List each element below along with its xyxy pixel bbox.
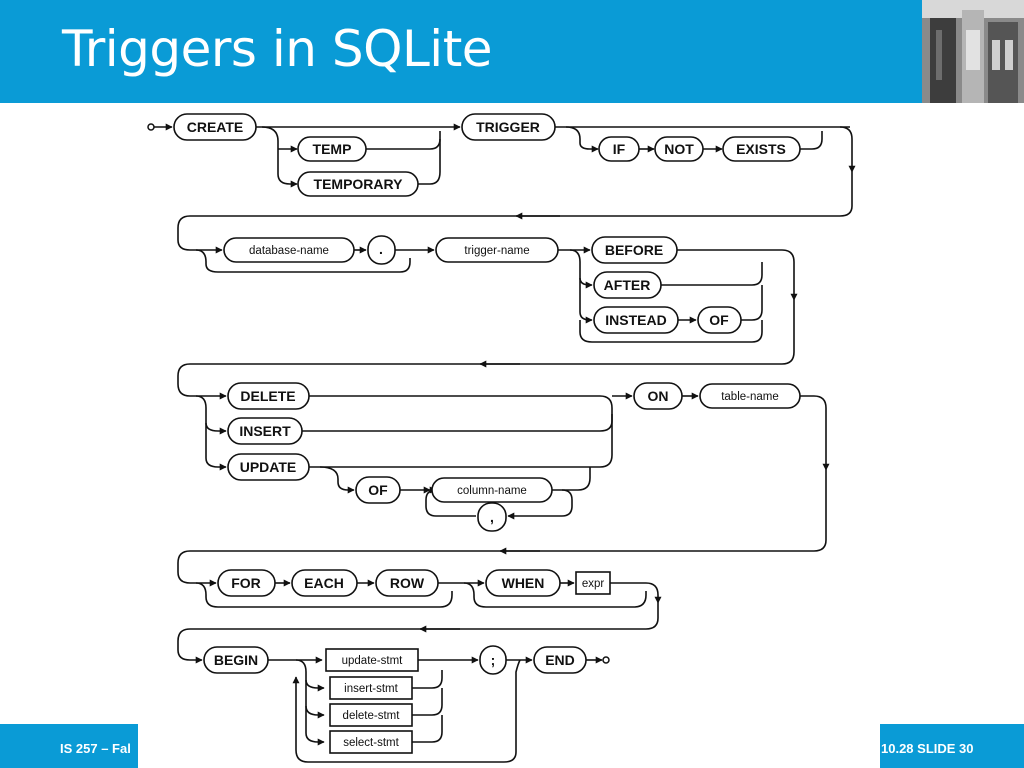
svg-text:update-stmt: update-stmt xyxy=(342,655,404,667)
keyword-of-update: OF xyxy=(355,476,401,504)
footer-left-bar xyxy=(0,724,138,768)
svg-text:TEMPORARY: TEMPORARY xyxy=(314,176,404,192)
nonterminal-update-stmt: update-stmt xyxy=(325,648,419,672)
keyword-if: IF xyxy=(598,136,640,162)
footer-course: IS 257 – Fal xyxy=(60,741,131,756)
nonterminal-database-name: database-name xyxy=(223,237,355,263)
row1-row2-connector xyxy=(177,172,853,254)
row1-lines xyxy=(147,123,856,188)
row3-row4-connector xyxy=(177,470,827,587)
keyword-temporary: TEMPORARY xyxy=(297,171,419,197)
keyword-on: ON xyxy=(633,382,683,410)
nonterminal-delete-stmt: delete-stmt xyxy=(329,703,413,727)
campus-photo xyxy=(922,0,1024,103)
row4-lines xyxy=(195,579,662,608)
svg-text:TEMP: TEMP xyxy=(313,141,352,157)
keyword-for: FOR xyxy=(217,569,276,597)
nonterminal-expr: expr xyxy=(575,571,611,595)
svg-text:UPDATE: UPDATE xyxy=(240,459,297,475)
keyword-semicolon: ; xyxy=(479,645,507,675)
svg-text:ON: ON xyxy=(648,388,669,404)
keyword-comma: , xyxy=(477,502,507,532)
keyword-create: CREATE xyxy=(173,113,257,141)
keyword-temp: TEMP xyxy=(297,136,367,162)
row4-row5-connector xyxy=(177,603,659,664)
svg-text:EACH: EACH xyxy=(304,575,344,591)
svg-text:.: . xyxy=(379,241,383,257)
keyword-row: ROW xyxy=(375,569,439,597)
svg-text:BEGIN: BEGIN xyxy=(214,652,258,668)
footer-slide-number: 10.28 SLIDE 30 xyxy=(881,741,974,756)
footer-right-bar xyxy=(880,724,1024,768)
nonterminal-table-name: table-name xyxy=(699,383,801,409)
keyword-not: NOT xyxy=(654,136,704,162)
svg-text:,: , xyxy=(490,509,494,525)
keyword-instead: INSTEAD xyxy=(593,306,679,334)
svg-text:delete-stmt: delete-stmt xyxy=(343,710,401,722)
row2-lines xyxy=(195,246,798,343)
keyword-each: EACH xyxy=(291,569,358,597)
svg-text:ROW: ROW xyxy=(390,575,425,591)
nonterminal-column-name: column-name xyxy=(431,477,553,503)
keyword-after: AFTER xyxy=(593,271,662,299)
svg-text:OF: OF xyxy=(368,482,388,498)
keyword-update: UPDATE xyxy=(227,453,310,481)
svg-text:database-name: database-name xyxy=(249,245,329,257)
keyword-trigger: TRIGGER xyxy=(461,113,556,141)
svg-text:AFTER: AFTER xyxy=(604,277,651,293)
svg-text:END: END xyxy=(545,652,575,668)
svg-text:expr: expr xyxy=(582,578,605,590)
svg-text:IF: IF xyxy=(613,141,626,157)
svg-text:FOR: FOR xyxy=(231,575,261,591)
row3-lines xyxy=(195,392,830,520)
row2-row3-connector xyxy=(177,300,795,400)
keyword-insert: INSERT xyxy=(227,417,303,445)
svg-text:TRIGGER: TRIGGER xyxy=(476,119,540,135)
title-bar xyxy=(0,0,1024,103)
keyword-dot: . xyxy=(367,235,396,265)
svg-text:DELETE: DELETE xyxy=(240,388,295,404)
keyword-before: BEFORE xyxy=(591,236,678,264)
svg-text:table-name: table-name xyxy=(721,391,779,403)
svg-text:CREATE: CREATE xyxy=(187,119,244,135)
svg-text:EXISTS: EXISTS xyxy=(736,141,786,157)
svg-text:OF: OF xyxy=(709,312,729,328)
keyword-end: END xyxy=(533,646,587,674)
keyword-begin: BEGIN xyxy=(203,646,269,674)
svg-text:NOT: NOT xyxy=(664,141,694,157)
svg-text:insert-stmt: insert-stmt xyxy=(344,683,398,695)
svg-text:column-name: column-name xyxy=(457,485,527,497)
svg-text:WHEN: WHEN xyxy=(502,575,545,591)
keyword-delete: DELETE xyxy=(227,382,310,410)
svg-text:;: ; xyxy=(491,652,496,668)
svg-text:BEFORE: BEFORE xyxy=(605,242,663,258)
keyword-of-instead: OF xyxy=(697,306,742,334)
svg-text:INSERT: INSERT xyxy=(239,423,291,439)
nonterminal-insert-stmt: insert-stmt xyxy=(329,676,413,700)
nonterminal-select-stmt: select-stmt xyxy=(329,730,413,754)
nonterminal-trigger-name: trigger-name xyxy=(435,237,559,263)
svg-text:select-stmt: select-stmt xyxy=(343,737,399,749)
slide-title: Triggers in SQLite xyxy=(62,20,493,78)
svg-text:trigger-name: trigger-name xyxy=(464,245,529,257)
svg-text:INSTEAD: INSTEAD xyxy=(605,312,666,328)
keyword-exists: EXISTS xyxy=(722,136,801,162)
row5-lines xyxy=(268,656,610,763)
keyword-when: WHEN xyxy=(485,569,561,597)
